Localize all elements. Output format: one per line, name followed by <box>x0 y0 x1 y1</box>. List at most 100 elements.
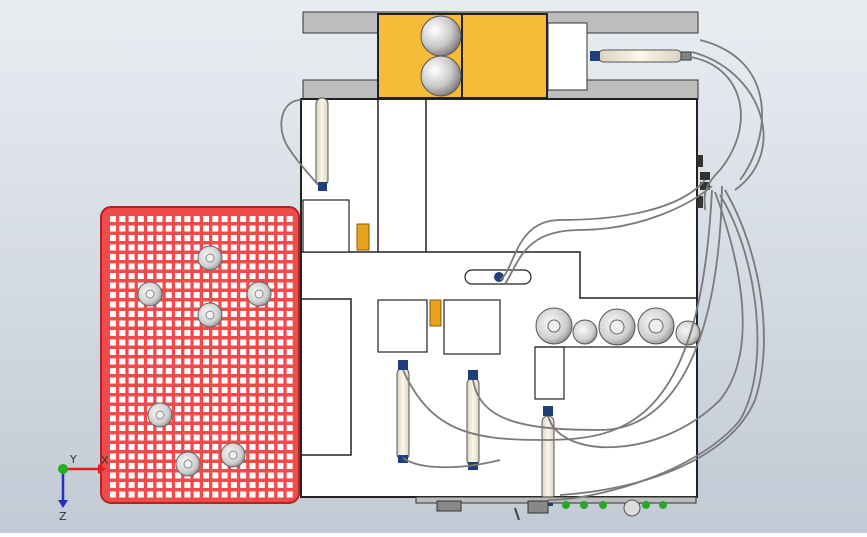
plate-hole <box>286 377 293 384</box>
plate-hole <box>110 396 116 403</box>
plate-hole <box>119 434 126 441</box>
plate-hole <box>137 368 144 374</box>
plate-hole <box>128 396 135 403</box>
plate-hole <box>147 425 154 431</box>
plate-hole <box>240 434 247 441</box>
plate-hole <box>258 406 265 412</box>
plate-hole <box>156 491 163 498</box>
block-2 <box>377 299 428 353</box>
plate-hole <box>277 482 284 488</box>
plate-hole <box>128 292 135 298</box>
plate-hole <box>137 301 144 308</box>
plate-hole <box>110 406 116 412</box>
plate-hole <box>212 216 219 222</box>
plate-hole <box>137 482 144 488</box>
plate-hole <box>212 406 219 412</box>
plate-hole <box>175 406 182 412</box>
plate-hole <box>175 425 182 431</box>
plate-hole <box>230 491 237 498</box>
plate-hole <box>221 244 228 251</box>
ball-lower <box>420 55 462 97</box>
plate-hole <box>230 415 237 422</box>
plate-hole <box>268 244 275 251</box>
plate-hole <box>110 235 116 241</box>
plate-hole <box>286 349 293 355</box>
plate-hole <box>268 425 275 431</box>
plate-hole <box>156 273 163 279</box>
plate-hole <box>175 330 182 336</box>
plate-hole <box>119 282 126 289</box>
plate-hole <box>249 377 256 384</box>
plate-hole <box>277 225 284 232</box>
plate-hole <box>137 472 144 479</box>
plate-hole <box>277 216 284 222</box>
plate-hole <box>286 216 293 222</box>
plate-hole <box>184 330 191 336</box>
plate-hole <box>277 273 284 279</box>
plate-hole <box>240 368 247 374</box>
plate-hole <box>268 463 275 469</box>
plate-hole <box>110 415 116 422</box>
plate-hole <box>258 320 265 327</box>
plate-hole <box>156 216 163 222</box>
plate-hole <box>240 311 247 317</box>
plate-hole <box>203 358 209 365</box>
plate-hole <box>240 377 247 384</box>
plate-hole <box>128 472 135 479</box>
plate-hole <box>175 415 182 422</box>
plate-hole <box>137 463 144 469</box>
plate-hole <box>147 216 154 222</box>
plate-hole <box>110 358 116 365</box>
plate-hole <box>137 444 144 450</box>
red-plate <box>100 206 300 504</box>
plate-hole <box>156 425 163 431</box>
plate-hole <box>212 396 219 403</box>
plate-hole <box>165 444 172 450</box>
plate-hole <box>119 482 126 488</box>
plate-hole <box>268 235 275 241</box>
plate-ball-center <box>155 410 165 420</box>
plate-hole <box>268 339 275 346</box>
plate-hole <box>258 263 265 270</box>
plate-hole <box>119 216 126 222</box>
plate-hole <box>203 453 209 460</box>
plate-hole <box>119 377 126 384</box>
plate-hole <box>119 358 126 365</box>
plate-hole <box>203 330 209 336</box>
plate-hole <box>119 491 126 498</box>
plate-hole <box>193 368 200 374</box>
plate-hole <box>268 311 275 317</box>
plate-hole <box>137 244 144 251</box>
plate-hole <box>230 472 237 479</box>
plate-ball-center <box>228 450 238 460</box>
plate-hole <box>175 292 182 298</box>
plate-hole <box>128 254 135 260</box>
plate-hole <box>156 453 163 460</box>
plate-hole <box>193 472 200 479</box>
plate-hole <box>249 273 256 279</box>
plate-hole <box>193 358 200 365</box>
plate-hole <box>184 339 191 346</box>
plate-hole <box>165 463 172 469</box>
plate-hole <box>212 444 219 450</box>
plate-hole <box>249 311 256 317</box>
plate-hole <box>175 254 182 260</box>
plate-hole <box>240 301 247 308</box>
plate-hole <box>230 282 237 289</box>
plate-hole <box>137 415 144 422</box>
plate-hole <box>268 453 275 460</box>
plate-ball-center <box>145 289 155 299</box>
plate-hole <box>128 273 135 279</box>
white-block <box>547 22 588 91</box>
plate-hole <box>203 425 209 431</box>
plate-hole <box>258 387 265 393</box>
plate-hole <box>193 482 200 488</box>
plate-hole <box>184 358 191 365</box>
brass-valve-1 <box>356 223 370 251</box>
plate-hole <box>230 358 237 365</box>
plate-hole <box>110 491 116 498</box>
plate-hole <box>277 463 284 469</box>
plate-hole <box>212 368 219 374</box>
plate-hole <box>258 444 265 450</box>
